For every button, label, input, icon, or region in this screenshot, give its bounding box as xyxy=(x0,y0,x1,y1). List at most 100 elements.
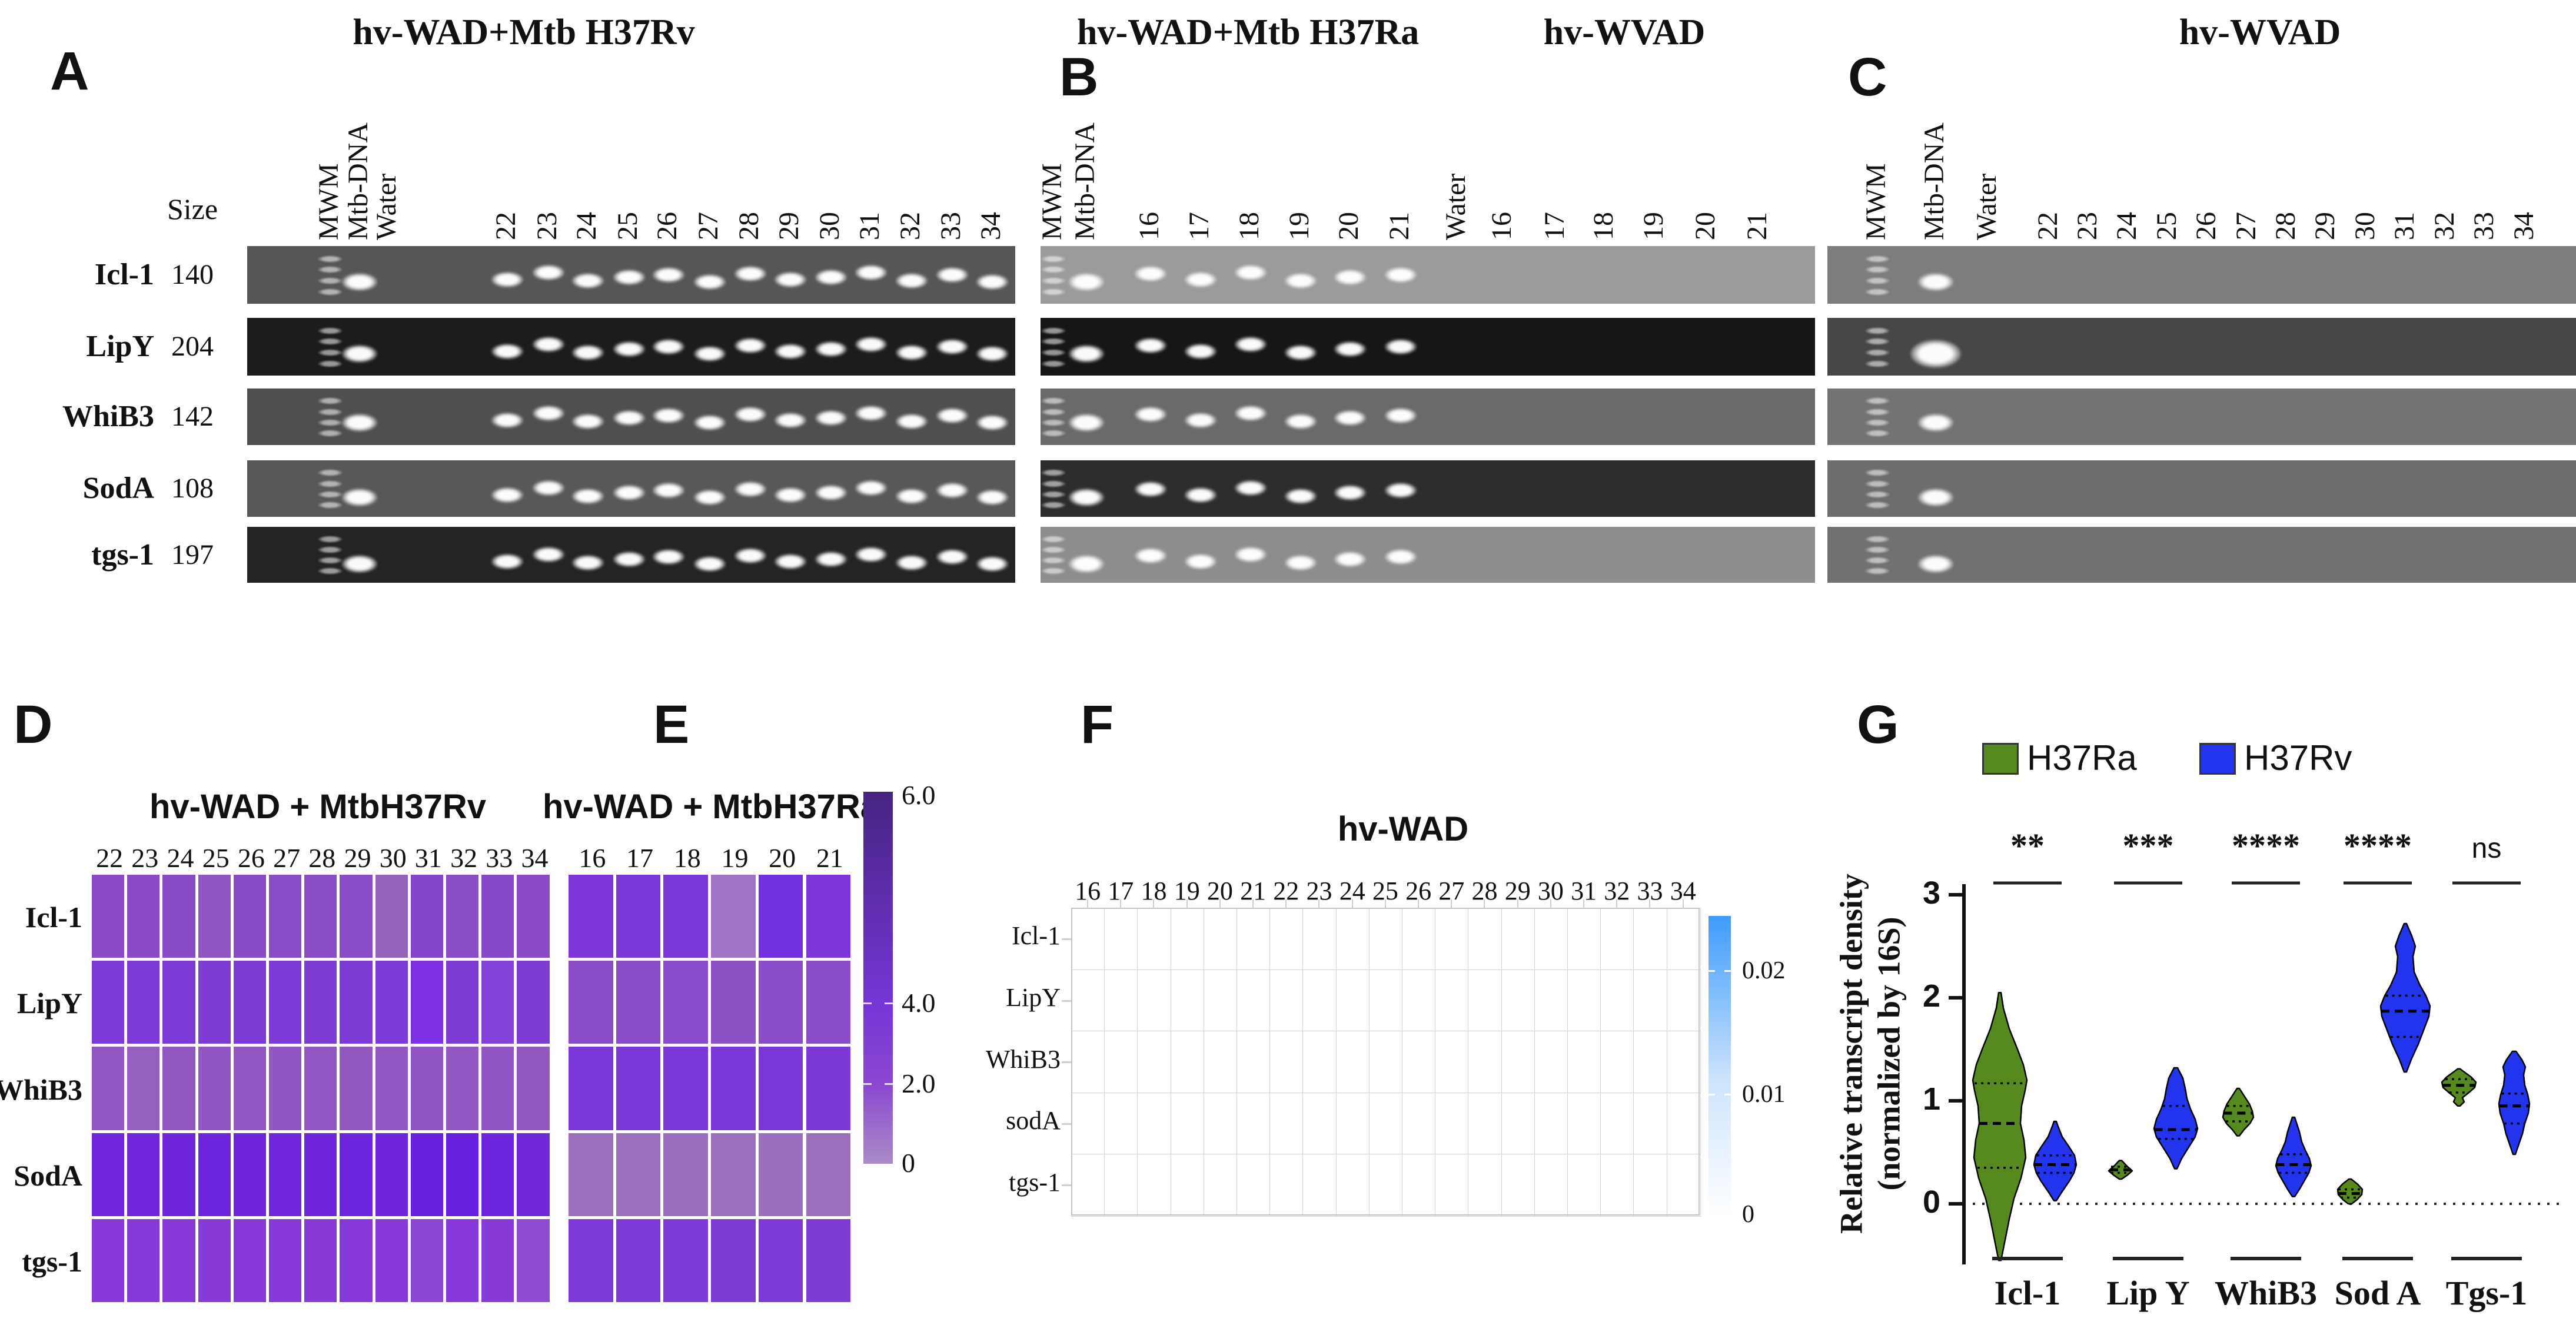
gel-strip-a-icl-1 xyxy=(247,246,1015,304)
f-col-tick xyxy=(1153,899,1155,908)
hm-cell-d-lipy-28 xyxy=(304,961,337,1044)
legend-label-h37rv: H37Rv xyxy=(2244,738,2352,778)
lane-label-a-32: 32 xyxy=(894,212,926,240)
gel-band xyxy=(341,273,377,291)
hm-cell-d-tgs-1-25 xyxy=(198,1219,231,1302)
hm-cell-e-whib3-20 xyxy=(758,1047,803,1130)
hm-cell-d-whib3-34 xyxy=(517,1047,550,1130)
gel-ladder-band xyxy=(1041,348,1066,356)
gel-band xyxy=(1334,410,1367,426)
hm-cell-f-whib3-32 xyxy=(1600,1031,1635,1094)
hm-cell-f-lipy-16 xyxy=(1071,969,1106,1033)
gel-band xyxy=(491,413,524,429)
legend-swatch-h37rv xyxy=(2199,743,2236,775)
hm-cell-e-tgs-1-17 xyxy=(616,1219,661,1302)
hm-cell-d-lipy-33 xyxy=(481,961,514,1044)
hm-cell-d-tgs-1-28 xyxy=(304,1219,337,1302)
gel-band xyxy=(572,345,604,361)
hm-cell-e-lipy-18 xyxy=(663,961,709,1044)
gel-band xyxy=(693,556,726,572)
hm-cell-d-tgs-1-32 xyxy=(446,1219,479,1302)
gel-band xyxy=(734,338,766,354)
gel-strip-c-soda xyxy=(1827,460,2576,517)
hm-cell-d-tgs-1-24 xyxy=(162,1219,195,1302)
lane-label-c-water: Water xyxy=(1971,173,2003,240)
gel-ladder-band xyxy=(1865,360,1890,367)
hm-cell-f-soda-20 xyxy=(1203,1092,1238,1156)
gel-ladder-band xyxy=(1041,430,1066,437)
gel-band xyxy=(1068,345,1104,363)
f-col-tick xyxy=(1451,899,1452,908)
lane-label-c-34: 34 xyxy=(2508,212,2540,240)
gel-band xyxy=(895,414,928,430)
gel-band xyxy=(341,345,377,363)
hm-cell-d-soda-22 xyxy=(92,1133,125,1216)
gel-ladder-band xyxy=(317,419,343,426)
gel-ladder-band xyxy=(317,255,343,263)
gel-ladder-band xyxy=(317,430,343,437)
lane-label-a-28: 28 xyxy=(733,212,765,240)
gel-band xyxy=(491,344,524,360)
gel-band xyxy=(1918,273,1954,291)
lane-label-b-20: 20 xyxy=(1689,212,1721,240)
gel-band xyxy=(1185,413,1217,429)
violin-lipy-h37ra xyxy=(2108,1160,2133,1180)
gel-ladder-band xyxy=(1865,408,1890,416)
hm-cell-e-icl-1-19 xyxy=(711,875,756,958)
colorbar-blue-tick-0: 0 xyxy=(1742,1201,1754,1228)
gene-size-soda: 108 xyxy=(171,473,214,504)
gel-ladder-band xyxy=(317,557,343,565)
hm-cell-e-soda-16 xyxy=(569,1133,613,1216)
gel-band xyxy=(532,546,564,562)
hm-cell-d-whib3-22 xyxy=(92,1047,125,1130)
size-column-header: Size xyxy=(167,192,218,225)
f-row-tick xyxy=(1062,938,1071,940)
lane-label-b-21: 21 xyxy=(1383,212,1415,240)
gel-strip-c-lipy xyxy=(1827,318,2576,376)
hm-cell-e-tgs-1-19 xyxy=(711,1219,756,1302)
lane-label-b-mwm: MWM xyxy=(1036,163,1068,240)
hm-cell-d-tgs-1-30 xyxy=(375,1219,408,1302)
hm-row-label-d-whib3: WhiB3 xyxy=(0,1073,82,1106)
gel-ladder-band xyxy=(1865,397,1890,405)
gel-ladder-band xyxy=(1041,536,1066,543)
hm-cell-f-lipy-26 xyxy=(1402,969,1437,1033)
hm-row-label-d-soda: SodA xyxy=(14,1158,82,1192)
hm-cell-d-icl-1-34 xyxy=(517,875,550,958)
gel-band xyxy=(1918,555,1954,573)
hm-col-label-e-20: 20 xyxy=(769,843,796,873)
hm-cell-d-whib3-30 xyxy=(375,1047,408,1130)
hm-cell-e-whib3-17 xyxy=(616,1047,661,1130)
panel-letter-a: A xyxy=(50,41,89,101)
hm-cell-f-lipy-33 xyxy=(1633,969,1668,1033)
hm-cell-f-tgs-1-28 xyxy=(1468,1154,1503,1217)
hm-cell-d-icl-1-25 xyxy=(198,875,231,958)
gene-label-icl-1: Icl-1 xyxy=(94,258,154,291)
hm-cell-f-whib3-30 xyxy=(1534,1031,1568,1094)
gel-band xyxy=(855,480,887,496)
gel-band xyxy=(341,555,377,573)
f-col-tick xyxy=(1252,899,1254,908)
lane-label-c-23: 23 xyxy=(2071,212,2103,240)
hm-cell-f-tgs-1-26 xyxy=(1402,1154,1437,1217)
gel-ladder-band xyxy=(1041,338,1066,346)
gel-band xyxy=(572,273,604,289)
f-col-tick xyxy=(1517,899,1518,908)
hm-cell-d-icl-1-28 xyxy=(304,875,337,958)
gel-band xyxy=(1918,414,1954,432)
hm-cell-f-icl-1-21 xyxy=(1237,908,1271,971)
gel-band xyxy=(774,553,806,569)
hm-cell-e-lipy-20 xyxy=(758,961,803,1044)
colorbar-blue-dash xyxy=(1709,1094,1715,1095)
lane-label-b-20: 20 xyxy=(1333,212,1365,240)
gel-ladder-band xyxy=(1041,419,1066,426)
hm-col-label-d-28: 28 xyxy=(308,843,336,873)
gel-band xyxy=(1134,407,1166,423)
lane-label-c-mtb-dna: Mtb-DNA xyxy=(1919,122,1950,240)
gel-band xyxy=(1334,485,1367,501)
legend-swatch-h37ra xyxy=(1982,743,2019,775)
gel-band xyxy=(653,267,685,283)
hm-cell-f-icl-1-23 xyxy=(1302,908,1337,971)
gene-size-icl-1: 140 xyxy=(171,259,214,290)
g-significance-label-4: ns xyxy=(2471,833,2502,864)
